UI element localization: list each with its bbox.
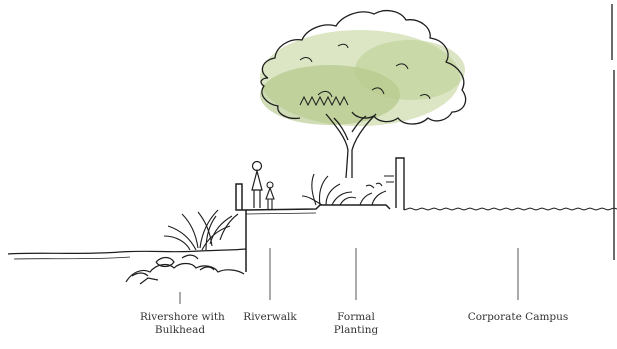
label-rivershore-line2: Bulkhead [140, 324, 220, 337]
formal-planting-shrubs [302, 174, 386, 205]
child-figure [266, 182, 274, 209]
label-corporate-campus: Corporate Campus [460, 311, 576, 324]
bulkhead-rocks [126, 255, 244, 284]
shore-grasses [164, 210, 238, 250]
planting-post [396, 158, 404, 210]
campus-lawn [404, 208, 617, 210]
label-rivershore-line1: Rivershore with [140, 311, 220, 324]
bulkhead-wall [236, 184, 246, 272]
tree-foliage-wash [260, 30, 465, 126]
label-leaders [180, 248, 518, 304]
label-formal-planting: Formal Planting [326, 311, 386, 337]
adult-figure [252, 162, 262, 209]
label-formal-line1: Formal [326, 311, 386, 324]
label-rivershore: Rivershore with Bulkhead [140, 311, 220, 337]
water-line [8, 249, 246, 254]
campus-building-edge [612, 4, 614, 260]
label-formal-line2: Planting [326, 324, 386, 337]
label-riverwalk: Riverwalk [240, 311, 300, 324]
